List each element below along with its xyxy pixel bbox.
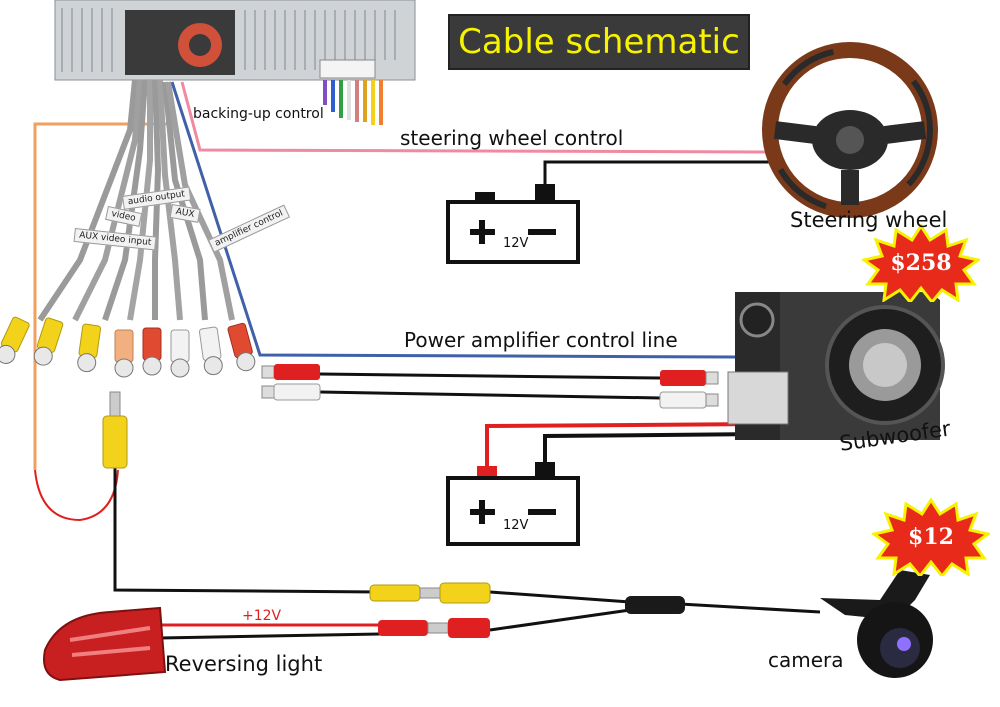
camera-label: camera xyxy=(768,648,844,672)
battery-voltage-bottom: 12V xyxy=(503,518,529,533)
reversing-light-label: Reversing light xyxy=(165,652,323,676)
battery-voltage-top: 12V xyxy=(503,236,529,251)
steering-wheel-label: Steering wheel xyxy=(790,208,948,232)
reversing-light-image xyxy=(43,606,167,682)
camera-connectors xyxy=(369,582,685,638)
camera-price: $12 xyxy=(908,524,954,550)
battery-top xyxy=(446,184,580,264)
battery-bottom xyxy=(446,462,580,546)
camera-price-badge: $12 xyxy=(872,498,990,576)
audio-rca-pair-right xyxy=(659,370,719,409)
head-unit xyxy=(54,0,416,81)
title-box: Cable schematic xyxy=(448,14,750,70)
video-rca-connector xyxy=(102,391,128,469)
plus12v-label: +12V xyxy=(242,608,282,624)
price-burst-icon xyxy=(862,224,980,302)
backing-up-control-label: backing-up control xyxy=(193,106,324,122)
page-title: Cable schematic xyxy=(458,22,740,62)
audio-rca-pair-left xyxy=(261,364,321,401)
power-amplifier-label: Power amplifier control line xyxy=(404,328,678,352)
steering-wheel-image xyxy=(762,42,938,218)
steering-wheel-control-label: steering wheel control xyxy=(400,126,624,150)
price-burst-icon xyxy=(872,498,990,576)
rca-plugs xyxy=(0,316,256,378)
subwoofer-price: $258 xyxy=(890,250,952,276)
subwoofer-image xyxy=(727,292,945,440)
head-unit-pigtails xyxy=(323,80,383,125)
subwoofer-price-badge: $258 xyxy=(862,224,980,302)
camera-image xyxy=(820,570,933,678)
